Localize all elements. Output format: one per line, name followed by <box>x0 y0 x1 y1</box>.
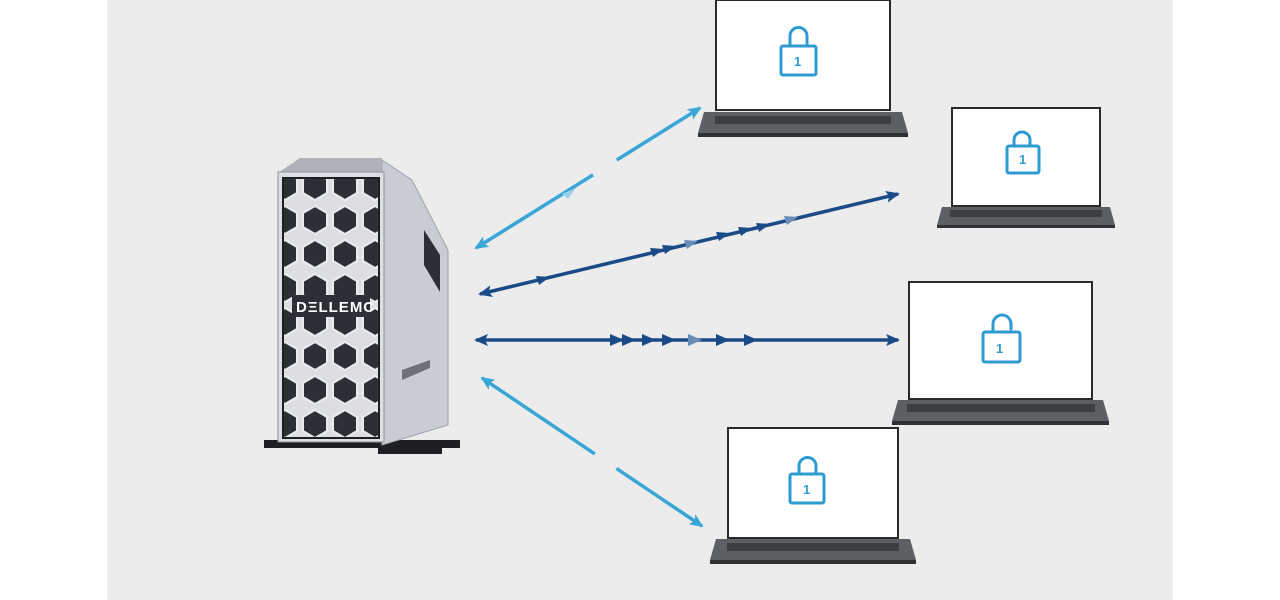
link-arrow-2-pulse <box>536 276 550 285</box>
server-side-slot <box>402 360 430 380</box>
laptop-4-keys <box>727 543 899 551</box>
laptop-1-lock-number: 1 <box>794 54 801 69</box>
laptop-1-base <box>698 133 908 137</box>
laptop-3-screen <box>908 281 1093 400</box>
link-arrow-2-pulse <box>662 245 676 254</box>
padlock-locked-icon: 1 <box>788 456 826 505</box>
server-brand-label: DΞLLEMC <box>296 299 375 316</box>
laptop-3-keys <box>907 404 1095 412</box>
laptop-4-screen <box>727 427 899 539</box>
laptop-2-base <box>937 225 1115 228</box>
laptop-3-lock-number: 1 <box>996 341 1003 356</box>
link-arrow-3-pulse <box>662 334 676 346</box>
laptop-1: 1 <box>698 0 908 137</box>
laptop-2-screen <box>951 107 1101 207</box>
laptop-3: 1 <box>892 281 1109 425</box>
laptop-2-keys <box>950 210 1102 217</box>
link-arrow-3-pulse <box>610 334 624 346</box>
double-arrow-icon <box>478 190 900 298</box>
link-arrow-2-pulse <box>756 223 770 232</box>
link-arrow-2-pulse <box>716 232 730 241</box>
server-foot-left <box>264 440 460 448</box>
link-arrow-2-pulse <box>738 227 752 236</box>
link-arrow-4 <box>480 376 704 528</box>
server-side-vent <box>424 230 440 292</box>
laptop-2-lock-number: 1 <box>1019 152 1026 167</box>
link-arrow-3-pulse <box>622 334 636 346</box>
laptop-1-keys <box>715 116 891 124</box>
link-arrow-3-pulse <box>688 334 702 346</box>
padlock-locked-icon: 1 <box>779 26 818 77</box>
laptop-1-screen <box>715 0 891 111</box>
double-arrow-icon <box>474 334 900 346</box>
link-arrow-3-pulse <box>642 334 656 346</box>
link-arrow-2-pulse <box>684 240 698 249</box>
server-brand-plate <box>292 295 370 317</box>
link-arrow-2-pulse <box>650 248 664 257</box>
laptop-3-base <box>892 421 1109 425</box>
double-arrow-icon <box>480 376 704 528</box>
link-arrow-2-pulse <box>784 216 798 225</box>
padlock-unlocked-icon: 1 <box>981 313 1022 364</box>
server-foot-right <box>378 448 442 454</box>
laptop-4: 1 <box>710 427 916 564</box>
link-arrow-3-pulse <box>744 334 758 346</box>
laptop-4-base <box>710 560 916 564</box>
laptop-4-lock-number: 1 <box>803 482 810 497</box>
laptop-2: 1 <box>937 107 1115 228</box>
link-arrow-3-pulse <box>716 334 730 346</box>
server-tower: DΞLLEMC <box>264 158 460 454</box>
server-top <box>278 158 382 174</box>
padlock-unlocked-icon: 1 <box>1005 130 1041 175</box>
